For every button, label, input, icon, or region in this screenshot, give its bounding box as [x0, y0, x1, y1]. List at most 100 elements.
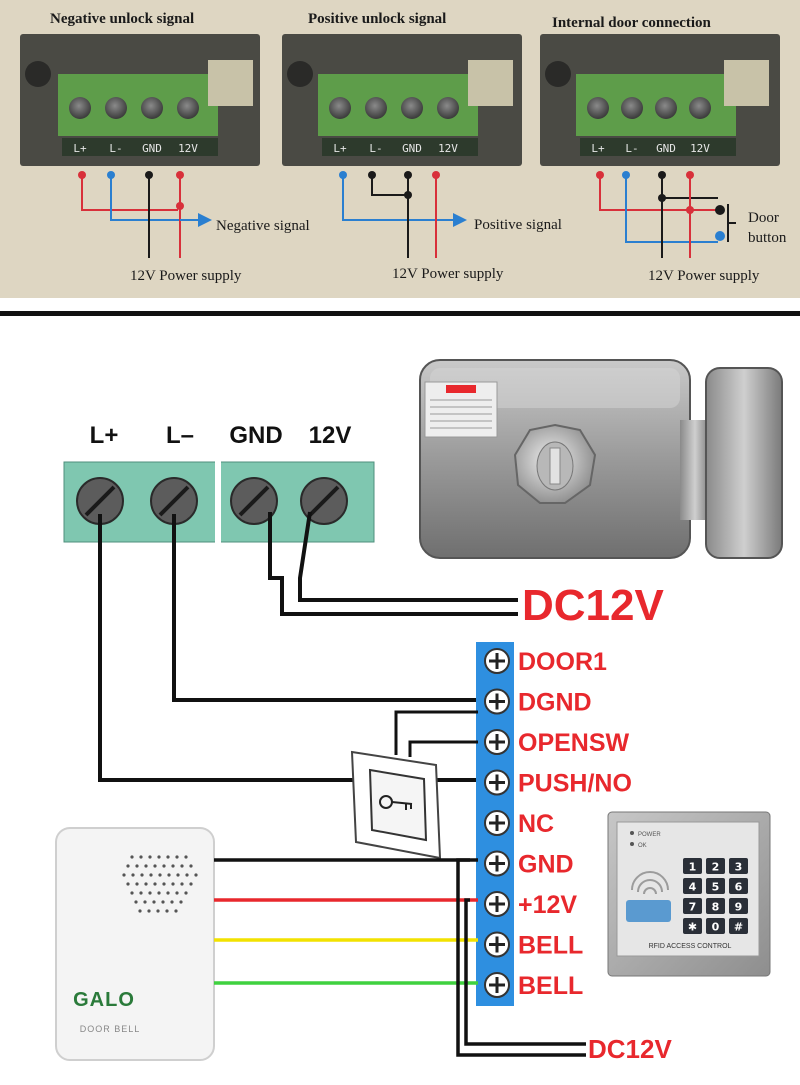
board-component [25, 61, 51, 87]
grille-dot [162, 864, 166, 868]
grille-dot [143, 900, 147, 904]
wire-dot [176, 171, 184, 179]
screw-4 [437, 97, 459, 119]
terminal-label-lplus: L+ [591, 142, 605, 155]
controller-terminal: OPENSW [484, 729, 630, 757]
switch-button [368, 768, 428, 842]
doorbell-body [55, 827, 215, 1061]
terminal-label-gnd: GND [402, 142, 422, 155]
resistor-strip [724, 60, 769, 106]
terminal-screw-lminus [150, 477, 198, 525]
rfid-card-icon [626, 900, 671, 922]
grille-dot [189, 882, 193, 886]
doorbell-image: GALO DOOR BELL [55, 827, 215, 1061]
terminal-label-12v: 12V [690, 142, 710, 155]
screw-3 [655, 97, 677, 119]
wire-dot [658, 194, 666, 202]
keypad-key-label: 2 [712, 861, 720, 874]
indicator-power: POWER [638, 832, 661, 838]
panel-internal-door: L+ L- GND 12V Internal door connection [540, 15, 787, 284]
screw-2 [621, 97, 643, 119]
grille-dot [126, 864, 130, 868]
wire-dot [78, 171, 86, 179]
grille-dot [158, 873, 162, 877]
power-label: 12V Power supply [130, 268, 242, 284]
wire-dot [145, 171, 153, 179]
exit-switch-image [350, 750, 442, 860]
dc12v-top-label: DC12V [522, 581, 664, 630]
grille-dot [189, 864, 193, 868]
terminal-label-strip [322, 138, 478, 156]
terminal-label-12v: 12V [309, 422, 352, 449]
grille-dot [139, 891, 143, 895]
terminal-label-lminus: L- [625, 142, 638, 155]
grille-dot [161, 900, 165, 904]
panel-title: Positive unlock signal [308, 11, 446, 27]
grille-dot [179, 900, 183, 904]
controller-terminal: GND [484, 850, 574, 879]
grille-dot [140, 873, 144, 877]
indicator-led-icon [630, 842, 634, 846]
screw-4 [689, 97, 711, 119]
block-gap [215, 457, 221, 547]
screw-1 [69, 97, 91, 119]
board-component [287, 61, 313, 87]
keypad-key-label: ✱ [688, 921, 697, 934]
sticker-lines [430, 399, 492, 429]
grille-dot [149, 873, 153, 877]
grille-dot [130, 891, 134, 895]
keypad-key-label: 7 [689, 901, 697, 914]
terminal-label-gnd: GND [229, 422, 282, 449]
keypad-key: 7 [683, 898, 702, 914]
main-wiring-diagram: L+ L– GND 12V [55, 359, 783, 1064]
wire-dot [432, 171, 440, 179]
screw-1 [587, 97, 609, 119]
plus-icon [489, 734, 505, 750]
keypad-key: 0 [706, 918, 725, 934]
plus-icon [489, 936, 505, 953]
keypad-key: 3 [729, 858, 748, 874]
bell-wires [214, 858, 586, 1057]
electric-lock-image [419, 359, 783, 559]
controller-terminal-label: DOOR1 [518, 648, 607, 676]
wire-dot [658, 171, 666, 179]
grille-dot [162, 882, 166, 886]
plus-icon [489, 977, 505, 993]
screw-3 [141, 97, 163, 119]
grille-dot [131, 873, 135, 877]
grille-dot [176, 873, 180, 877]
grille-dot [135, 882, 139, 886]
keypad-key-cap [683, 898, 702, 914]
controller-terminal-label: NC [518, 810, 554, 838]
keypad-key-cap [706, 918, 725, 934]
keypad-key: 8 [706, 898, 725, 914]
lock-knob-icon [513, 423, 597, 504]
grille-dot [175, 891, 179, 895]
keypad-key: # [729, 918, 748, 934]
grille-dot [152, 900, 156, 904]
grille-dot [156, 909, 160, 913]
wire-dot [622, 171, 630, 179]
screw-3 [401, 97, 423, 119]
keypad-key-cap [683, 918, 702, 934]
keypad-key-cap [706, 878, 725, 894]
wire-dot [404, 191, 412, 199]
plus-icon [489, 693, 505, 710]
keypad-key-label: 9 [735, 901, 743, 914]
door-button-icon [727, 204, 736, 242]
keypad-key-label: 3 [735, 861, 743, 874]
terminal-screw-gnd [230, 477, 278, 525]
plus-icon [489, 815, 505, 831]
grille-dot [165, 909, 169, 913]
indicator-ok: OK [638, 843, 647, 849]
keypad-key-label: # [734, 921, 743, 934]
board-component [545, 61, 571, 87]
grille-dot [171, 864, 175, 868]
grille-dot [180, 864, 184, 868]
grille-dot [138, 909, 142, 913]
resistor-strip [208, 60, 253, 106]
keypad-key: ✱ [683, 918, 702, 934]
terminal-label-gnd: GND [142, 142, 162, 155]
